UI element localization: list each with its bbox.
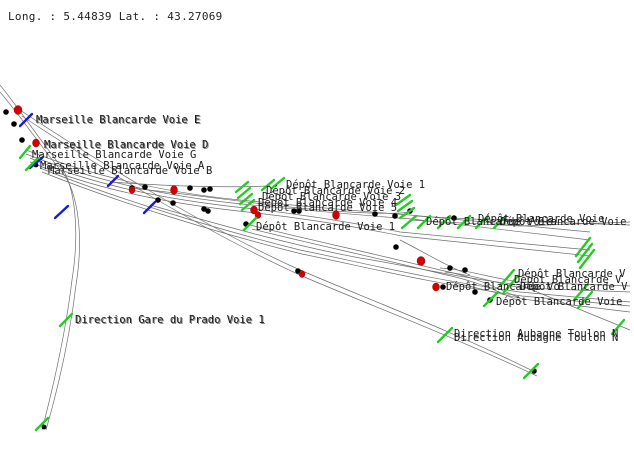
label-voie-e: Marseille Blancarde Voie E — [36, 114, 200, 126]
label-depot-lower-5: Dépôt Blancarde Voie — [496, 296, 622, 308]
label-aubagne-2: Direction Aubagne Toulon N — [454, 332, 618, 344]
label-prado: Direction Gare du Prado Voie 1 — [75, 314, 265, 326]
track-labels: Marseille Blancarde Voie E Marseille Bla… — [32, 114, 628, 344]
label-depot-lower-2: Dépôt Blancarde V — [514, 274, 622, 286]
label-depot-1: Dépôt Blancarde Voie 1 — [286, 179, 425, 191]
label-prado-shadow: Direction Gare du Prado Voie 1 — [76, 315, 266, 327]
label-depot-lower-1: Dépôt Blancarde V — [518, 268, 626, 280]
blue-markers — [18, 112, 157, 220]
label-depot-far-3: Dépôt Blancarde Voie — [500, 216, 626, 228]
coordinate-readout: Long. : 5.44839 Lat. : 43.27069 — [8, 10, 223, 23]
label-voie-a: Marseille Blancarde Voie A — [40, 160, 205, 172]
label-aubagne-1: Direction Aubagne Toulon N — [454, 328, 618, 340]
label-depot-4: Dépôt Blancarde Voie 4 — [258, 197, 397, 209]
label-depot-5: Dépôt Blancarde Voie 5 — [258, 202, 397, 214]
label-depot-2: Dépôt Blancarde Voie 2 — [266, 185, 405, 197]
track-lines — [0, 84, 631, 431]
green-markers — [18, 144, 626, 432]
label-depot-lower-4: Dépôt Blancarde Vo — [446, 281, 560, 293]
label-depot-3: Dépôt Blancarde Voie 3 — [262, 191, 401, 203]
signal-markers — [13, 105, 440, 292]
label-depot-main: Dépôt Blancarde Voie 1 — [256, 221, 395, 233]
label-voie-g: Marseille Blancarde Voie G — [32, 149, 196, 161]
label-depot-lower-3: Dépôt Blancarde V — [520, 281, 628, 293]
label-voie-e-shadow: Marseille Blancarde Voie E — [37, 115, 201, 127]
label-depot-far-2: Dépôt Blancarde Voie — [478, 213, 604, 225]
label-depot-far-1: Dépôt Blancarde Voie — [426, 216, 552, 228]
label-voie-b: Marseille Blancarde Voie B — [48, 165, 212, 177]
label-voie-d: Marseille Blancarde Voie D — [44, 139, 208, 151]
label-voie-d-shadow: Marseille Blancarde Voie D — [45, 140, 209, 152]
